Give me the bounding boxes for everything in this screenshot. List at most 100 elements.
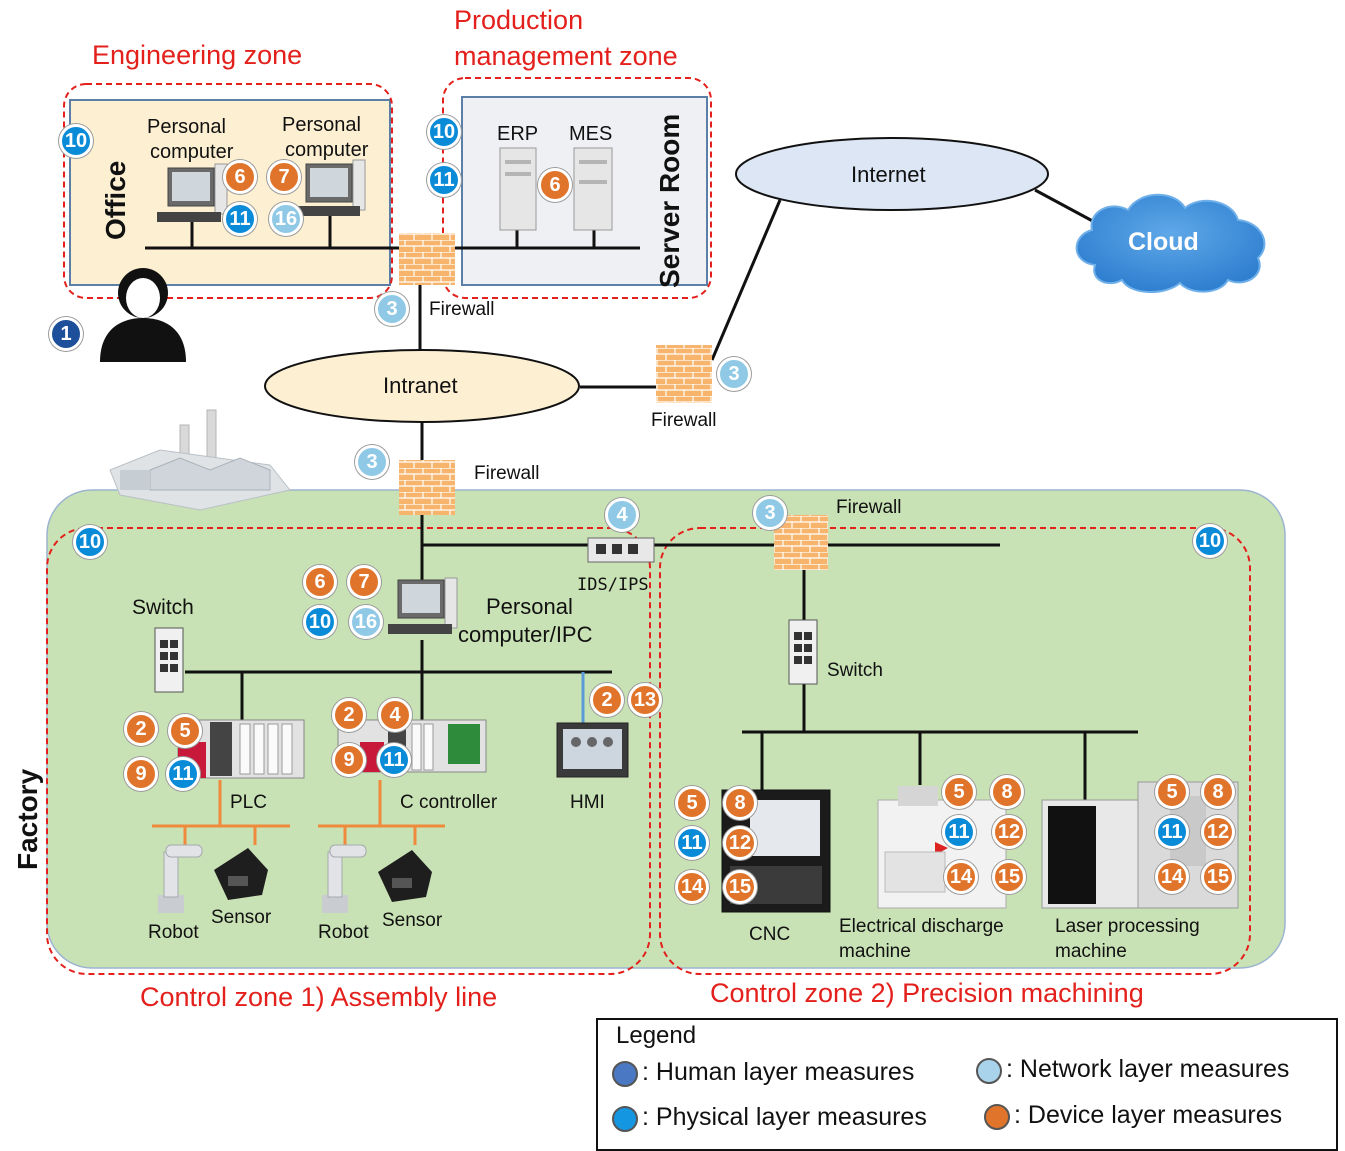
sensor1-label: Sensor xyxy=(211,907,272,928)
badge-device-8-cnc: 8 xyxy=(723,786,757,820)
badge-network-4-ids: 4 xyxy=(605,498,639,532)
intranet-ellipse xyxy=(264,349,580,423)
legend-device-label: : Device layer measures xyxy=(1014,1101,1283,1129)
badge-device-14-edm: 14 xyxy=(944,860,978,894)
intranet-label: Intranet xyxy=(383,373,458,398)
erp-label: ERP xyxy=(497,123,539,145)
cloud-shape xyxy=(1075,193,1266,294)
edm-machine-icon xyxy=(877,786,1007,909)
firewall-mid-label: Firewall xyxy=(474,463,540,484)
badge-network-3-mid: 3 xyxy=(355,445,389,479)
badge-device-4-cc: 4 xyxy=(378,698,412,732)
badge-physical-11-laser: 11 xyxy=(1155,815,1189,849)
plc-label: PLC xyxy=(230,792,267,813)
laser-label-line1: Laser processing xyxy=(1055,916,1200,937)
hmi-icon xyxy=(556,722,629,778)
badge-physical-10-cz2: 10 xyxy=(1193,524,1227,558)
production-zone-label-line1: Production xyxy=(454,5,584,35)
hmi-label: HMI xyxy=(570,792,605,813)
pc2-label-line1: Personal xyxy=(282,114,361,136)
factory-label: Factory xyxy=(12,768,43,870)
badge-physical-11-edm: 11 xyxy=(942,815,976,849)
badge-device-13-hmi: 13 xyxy=(628,683,662,717)
legend-physical-label: : Physical layer measures xyxy=(642,1103,927,1131)
control-zone-2-outline xyxy=(659,527,1251,975)
badge-device-15-laser: 15 xyxy=(1201,860,1235,894)
badge-device-7-ipc: 7 xyxy=(347,565,381,599)
badge-device-7-office: 7 xyxy=(267,160,301,194)
c-controller-label: C controller xyxy=(400,792,498,813)
badge-device-6-ipc: 6 xyxy=(303,565,337,599)
robot2-icon xyxy=(322,844,367,913)
badge-physical-10-server: 10 xyxy=(427,115,461,149)
badge-network-16-office: 16 xyxy=(269,202,303,236)
edm-label-line1: Electrical discharge xyxy=(839,916,1004,937)
engineering-zone-label: Engineering zone xyxy=(92,40,303,70)
sensor2-icon xyxy=(378,850,432,902)
badge-device-12-edm: 12 xyxy=(992,815,1026,849)
badge-physical-10-office: 10 xyxy=(59,124,93,158)
robot1-label: Robot xyxy=(148,922,199,943)
control-zone-1-outline xyxy=(46,527,651,975)
cloud-label: Cloud xyxy=(1128,228,1199,256)
firewall-right-label: Firewall xyxy=(651,410,717,431)
badge-device-2-cc: 2 xyxy=(332,698,366,732)
badge-network-3-top: 3 xyxy=(375,292,409,326)
switch-left-icon xyxy=(154,627,184,693)
badge-network-16-ipc: 16 xyxy=(349,605,383,639)
control-zone-2-label: Control zone 2) Precision machining xyxy=(710,978,1144,1008)
legend-device-dot xyxy=(984,1104,1010,1130)
mes-label: MES xyxy=(569,123,613,145)
laser-label-line2: machine xyxy=(1055,941,1127,962)
firewall-top-label: Firewall xyxy=(429,299,495,320)
badge-device-5-edm: 5 xyxy=(942,775,976,809)
badge-physical-11-server: 11 xyxy=(427,163,461,197)
legend-human-dot xyxy=(612,1061,638,1087)
ipc-label-line2: computer/IPC xyxy=(458,622,593,647)
badge-device-2-hmi: 2 xyxy=(590,683,624,717)
internet-label: Internet xyxy=(851,162,926,187)
ipc-label-line1: Personal xyxy=(486,594,573,619)
badge-device-2-plc: 2 xyxy=(124,712,158,746)
badge-device-6-server: 6 xyxy=(538,168,572,202)
robot1-icon xyxy=(158,844,203,913)
legend-physical-dot xyxy=(612,1106,638,1132)
mes-server-icon xyxy=(573,147,613,231)
badge-device-15-cnc: 15 xyxy=(723,870,757,904)
badge-network-3-right: 3 xyxy=(717,357,751,391)
firewall-right-icon xyxy=(656,345,712,403)
internet-ellipse xyxy=(735,137,1049,211)
pc1-icon xyxy=(157,163,228,222)
badge-device-8-edm: 8 xyxy=(990,775,1024,809)
badge-device-12-laser: 12 xyxy=(1201,815,1235,849)
control-zone-1-label: Control zone 1) Assembly line xyxy=(140,982,498,1012)
ids-ips-icon xyxy=(587,537,655,563)
badge-physical-10-ipc: 10 xyxy=(303,605,337,639)
badge-physical-11-plc: 11 xyxy=(166,757,200,791)
legend-box: Legend : Human layer measures : Network … xyxy=(596,1018,1338,1151)
badge-device-5-cnc: 5 xyxy=(675,786,709,820)
cnc-label: CNC xyxy=(749,924,791,945)
badge-device-12-cnc: 12 xyxy=(723,826,757,860)
badge-device-15-edm: 15 xyxy=(992,860,1026,894)
erp-server-icon xyxy=(499,147,537,231)
badge-device-5-laser: 5 xyxy=(1155,775,1189,809)
pc2-icon xyxy=(296,159,366,216)
server-room-label: Server Room xyxy=(654,113,685,288)
badge-device-5-plc: 5 xyxy=(168,714,202,748)
badge-physical-10-cz1: 10 xyxy=(73,525,107,559)
legend-network-dot xyxy=(976,1058,1002,1084)
firewall-mid-icon xyxy=(399,460,455,515)
ipc-icon xyxy=(388,577,458,634)
badge-network-3-factory: 3 xyxy=(753,496,787,530)
pc1-label-line2: computer xyxy=(150,141,234,163)
badge-device-9-cc: 9 xyxy=(332,743,366,777)
pc1-label-line1: Personal xyxy=(147,116,226,138)
sensor1-icon xyxy=(214,848,268,900)
badge-device-8-laser: 8 xyxy=(1201,775,1235,809)
edm-label-line2: machine xyxy=(839,941,911,962)
firewall-factory-label: Firewall xyxy=(836,497,902,518)
badge-device-14-cnc: 14 xyxy=(675,870,709,904)
badge-device-6-office: 6 xyxy=(223,160,257,194)
